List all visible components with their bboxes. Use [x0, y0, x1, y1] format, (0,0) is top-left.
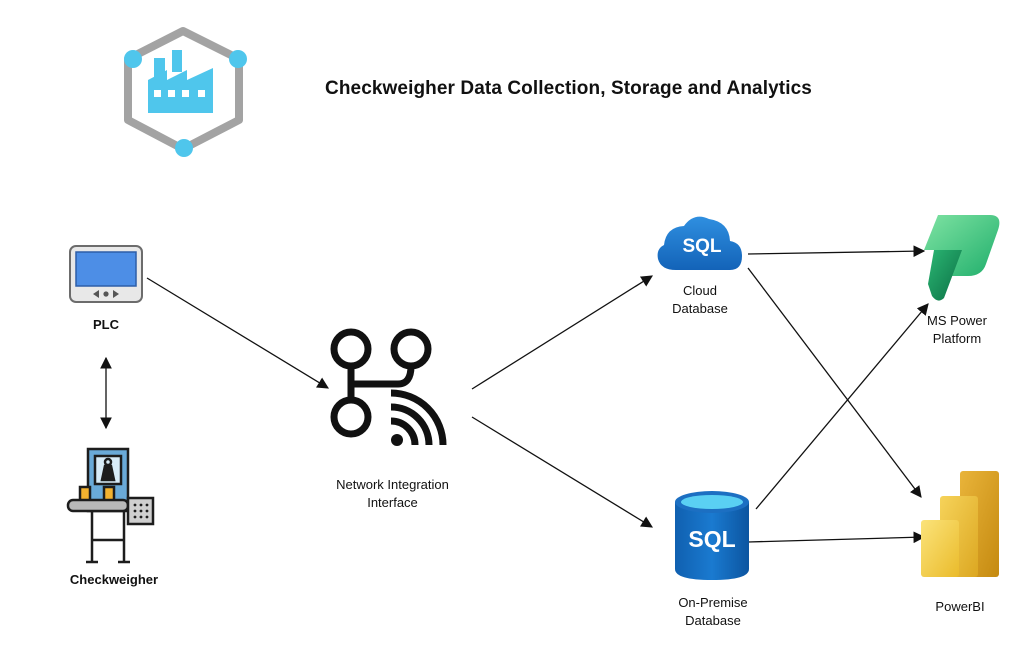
edge-onprem-powerplatform [755, 303, 929, 510]
powerbi-label: PowerBI [935, 599, 985, 614]
onprem-sql-text: SQL [688, 526, 736, 552]
diagram-title: Checkweigher Data Collection, Storage an… [325, 78, 812, 99]
checkweigher-label: Checkweigher [69, 572, 159, 587]
power-platform-label: MS Power Platform [927, 313, 987, 346]
edge-cloud-powerbi [747, 267, 922, 498]
edge-network-cloud [471, 275, 653, 390]
cloud-database-label: Cloud Database [672, 283, 728, 316]
edge-plc-network [146, 277, 329, 389]
edge-onprem-powerbi [747, 531, 926, 544]
onprem-database-label: On-Premise Database [678, 595, 748, 628]
edge-cloud-powerplatform [747, 245, 926, 258]
edge-network-onprem [471, 416, 653, 528]
cloud-sql-text: SQL [682, 236, 722, 257]
plc-label: PLC [93, 317, 119, 332]
network-label: Network Integration Interface [336, 477, 449, 510]
